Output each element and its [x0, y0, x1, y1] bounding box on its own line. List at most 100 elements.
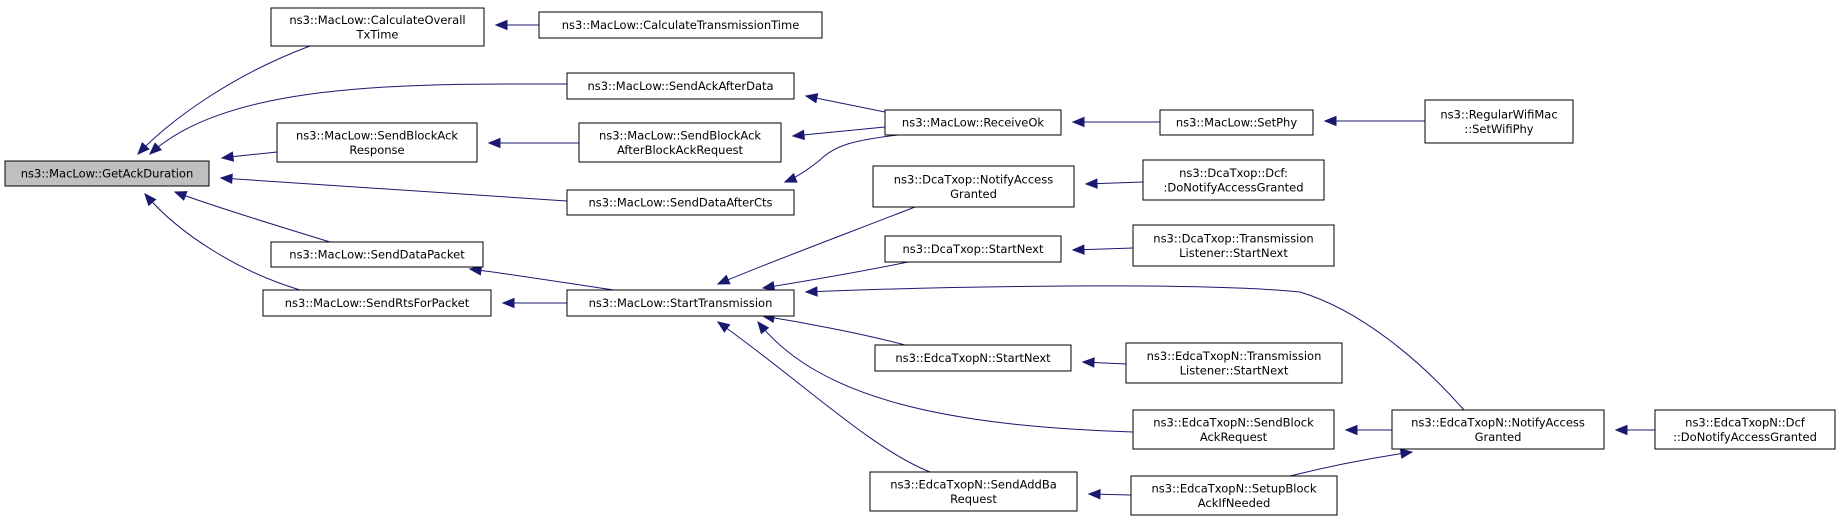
- edges-layer: [137, 19, 1655, 500]
- arrowhead-icon: [137, 142, 150, 155]
- edge-setupblockack-to-sendaddba: [1087, 489, 1132, 500]
- node-getack: ns3::MacLow::GetAckDuration: [4, 160, 210, 187]
- node-label: ns3::MacLow::SetPhy: [1176, 116, 1298, 130]
- edge-receiveok-to-sendblockackafter: [791, 126, 886, 141]
- node-label: ns3::DcaTxop::StartNext: [902, 242, 1044, 256]
- arrowhead-icon: [149, 142, 163, 155]
- node-label: ::DoNotifyAccessGranted: [1673, 430, 1817, 444]
- arrowhead-icon: [494, 19, 508, 31]
- node-dcatxlistener[interactable]: ns3::DcaTxop::TransmissionListener::Star…: [1132, 224, 1335, 267]
- node-receiveok[interactable]: ns3::MacLow::ReceiveOk: [884, 109, 1062, 136]
- node-dcadcf[interactable]: ns3::DcaTxop::Dcf::DoNotifyAccessGranted: [1142, 159, 1325, 201]
- arrowhead-icon: [220, 151, 235, 162]
- node-label: ns3::MacLow::SendDataPacket: [289, 248, 465, 262]
- node-box: [872, 165, 1075, 208]
- edge-line: [762, 315, 906, 346]
- node-label: ns3::RegularWifiMac: [1440, 107, 1557, 121]
- edge-edcanotify-to-starttx: [804, 285, 1465, 411]
- node-label: ns3::EdcaTxopN::StartNext: [895, 351, 1051, 365]
- edge-line: [144, 193, 301, 291]
- node-label: ns3::EdcaTxopN::Transmission: [1147, 349, 1322, 363]
- node-calctx[interactable]: ns3::MacLow::CalculateTransmissionTime: [538, 11, 823, 39]
- node-senddataaftercts[interactable]: ns3::MacLow::SendDataAfterCts: [566, 189, 795, 216]
- arrowhead-icon: [804, 93, 819, 104]
- node-label: ns3::DcaTxop::Dcf:: [1179, 166, 1288, 180]
- edge-receiveok-to-sendackafter: [804, 93, 886, 113]
- node-dcanotify[interactable]: ns3::DcaTxop::NotifyAccessGranted: [872, 165, 1075, 208]
- node-edcadcf[interactable]: ns3::EdcaTxopN::Dcf::DoNotifyAccessGrant…: [1654, 409, 1836, 450]
- node-box: [869, 471, 1078, 512]
- arrowhead-icon: [1323, 115, 1337, 127]
- edge-line: [137, 45, 311, 155]
- node-regwifi[interactable]: ns3::RegularWifiMac::SetWifiPhy: [1424, 99, 1574, 144]
- node-box: [1132, 224, 1335, 267]
- arrowhead-icon: [1344, 424, 1358, 436]
- arrowhead-icon: [501, 297, 515, 309]
- node-setphy[interactable]: ns3::MacLow::SetPhy: [1159, 109, 1314, 136]
- node-edcanotify[interactable]: ns3::EdcaTxopN::NotifyAccessGranted: [1391, 409, 1605, 450]
- node-sendrts[interactable]: ns3::MacLow::SendRtsForPacket: [262, 289, 492, 317]
- arrowhead-icon: [1399, 448, 1414, 459]
- node-dcastartnext[interactable]: ns3::DcaTxop::StartNext: [884, 235, 1062, 263]
- node-sendackafter[interactable]: ns3::MacLow::SendAckAfterData: [566, 72, 795, 100]
- edge-sendackafter-to-getack: [149, 83, 568, 155]
- node-box: [1391, 409, 1605, 450]
- node-box: [578, 122, 782, 163]
- edge-dcatxlistener-to-dcastartnext: [1071, 244, 1134, 255]
- node-label: ns3::DcaTxop::Transmission: [1153, 231, 1313, 245]
- arrowhead-icon: [219, 173, 233, 184]
- node-box: [1142, 159, 1325, 201]
- node-edcatxlistener[interactable]: ns3::EdcaTxopN::TransmissionListener::St…: [1125, 342, 1343, 384]
- edge-regwifi-to-setphy: [1323, 115, 1425, 127]
- node-starttx[interactable]: ns3::MacLow::StartTransmission: [566, 289, 795, 317]
- node-box: [538, 11, 823, 39]
- node-label: ns3::MacLow::SendDataAfterCts: [589, 196, 773, 210]
- edge-line: [149, 83, 568, 155]
- node-label: ::SetWifiPhy: [1464, 122, 1533, 136]
- edge-sendblockackreq-to-starttx: [757, 320, 1134, 433]
- arrowhead-icon: [173, 191, 188, 201]
- edge-dcadcf-to-dcanotify: [1084, 178, 1144, 189]
- node-label: Listener::StartNext: [1180, 363, 1289, 377]
- node-label: Granted: [950, 187, 997, 201]
- node-label: ns3::MacLow::ReceiveOk: [902, 116, 1044, 130]
- node-label: ns3::MacLow::SendRtsForPacket: [285, 296, 470, 310]
- node-label: TxTime: [356, 27, 399, 41]
- node-label: ns3::MacLow::SendBlockAck: [296, 128, 458, 142]
- node-box: [1132, 409, 1335, 450]
- edge-line: [717, 321, 931, 473]
- node-label: ns3::EdcaTxopN::Dcf: [1685, 415, 1806, 429]
- node-box: [1424, 99, 1574, 144]
- edge-senddataaftercts-to-getack: [219, 173, 568, 202]
- node-edcastartnext[interactable]: ns3::EdcaTxopN::StartNext: [874, 344, 1072, 372]
- node-box: [1654, 409, 1836, 450]
- node-label: AckRequest: [1200, 430, 1268, 444]
- node-label: ns3::EdcaTxopN::SendBlock: [1153, 415, 1314, 429]
- edge-dcanotify-to-starttx: [716, 206, 916, 285]
- arrowhead-icon: [783, 172, 798, 183]
- node-box: [566, 189, 795, 216]
- node-label: Response: [349, 143, 404, 157]
- edge-calctx-to-calcoverall: [494, 19, 539, 31]
- arrowhead-icon: [716, 274, 731, 285]
- node-label: ns3::MacLow::SendBlockAck: [599, 128, 761, 142]
- nodes-layer: ns3::MacLow::GetAckDurationns3::MacLow::…: [4, 7, 1836, 516]
- edge-line: [805, 285, 1465, 411]
- node-box: [1130, 475, 1338, 516]
- edge-line: [174, 191, 331, 243]
- edge-starttx-to-sendrts: [501, 297, 567, 309]
- node-box: [1125, 342, 1343, 384]
- node-label: ns3::MacLow::CalculateOverall: [289, 13, 465, 27]
- edge-sendblockackafter-to-sendblockackresp: [487, 137, 579, 149]
- edge-edcanotify-to-sendblockackreq: [1344, 424, 1392, 436]
- edge-senddatapacket-to-getack: [173, 191, 331, 243]
- node-senddatapacket[interactable]: ns3::MacLow::SendDataPacket: [270, 241, 484, 268]
- node-sendblockackafter[interactable]: ns3::MacLow::SendBlockAckAfterBlockAckRe…: [578, 122, 782, 163]
- arrowhead-icon: [1084, 178, 1098, 189]
- node-label: ns3::EdcaTxopN::NotifyAccess: [1411, 415, 1585, 429]
